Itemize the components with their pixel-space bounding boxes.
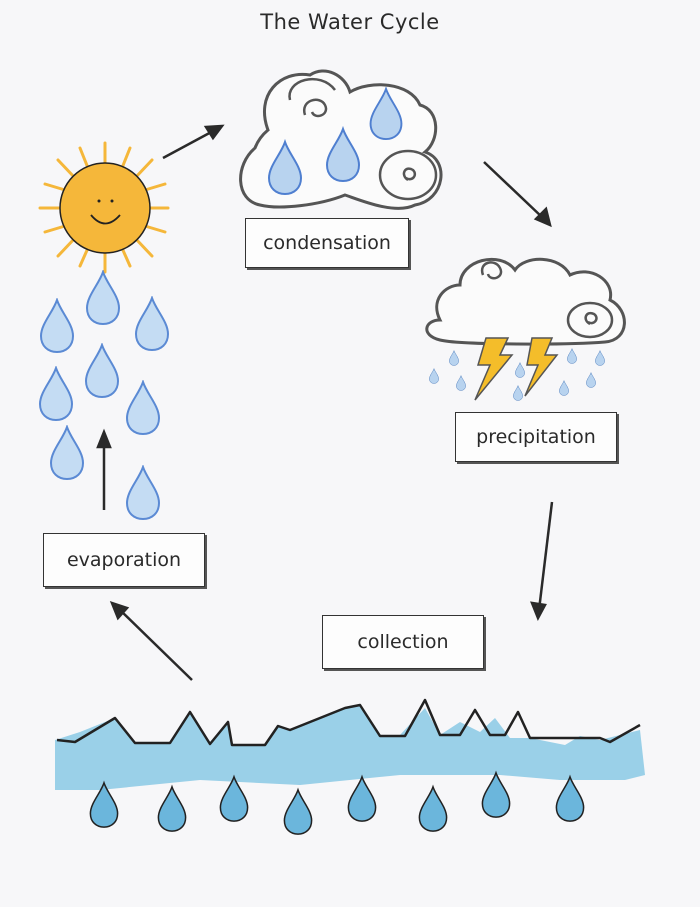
collection-label: collection (322, 615, 484, 669)
cloud-with-drops-icon (239, 69, 443, 210)
diagram-title: The Water Cycle (260, 10, 440, 34)
sun-icon (38, 141, 170, 274)
evaporation-label: evaporation (43, 533, 205, 587)
precipitation-label: precipitation (455, 412, 617, 462)
water-waves-icon (55, 698, 645, 835)
arrow-icon (483, 161, 552, 228)
storm-cloud-icon (425, 257, 626, 401)
arrow-icon (96, 428, 112, 510)
arrow-icon (162, 124, 225, 160)
arrow-icon (530, 501, 554, 621)
lightning-icon (474, 337, 559, 401)
condensation-label: condensation (245, 218, 409, 268)
arrow-icon (109, 600, 193, 681)
